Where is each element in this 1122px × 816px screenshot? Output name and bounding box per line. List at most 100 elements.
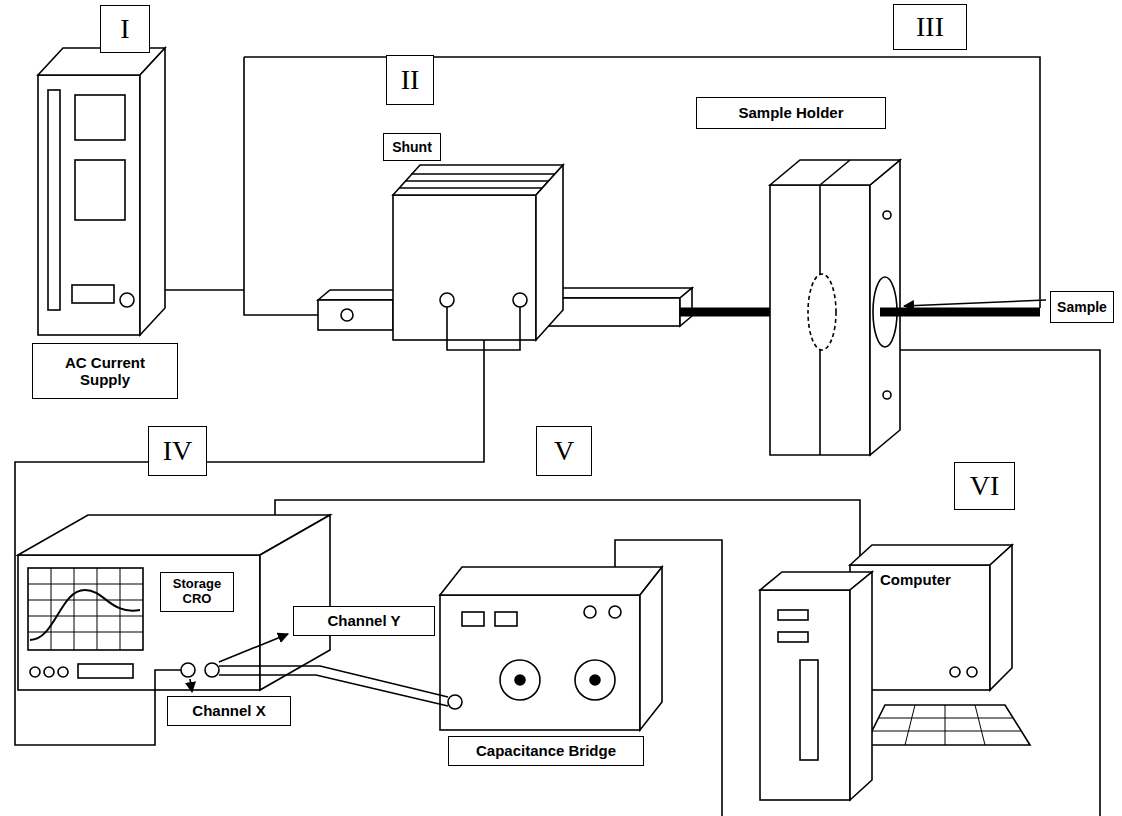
capacitance-bridge xyxy=(440,567,662,730)
shunt xyxy=(318,290,405,300)
label-box: Shunt xyxy=(383,133,441,161)
storage-cro xyxy=(28,568,143,650)
ac-current-supply xyxy=(140,48,165,335)
shunt xyxy=(399,187,542,189)
storage-cro xyxy=(28,568,143,650)
wire xyxy=(165,289,244,291)
storage-cro xyxy=(44,667,54,677)
callout-box: I xyxy=(100,5,150,53)
capacitance-bridge xyxy=(609,606,621,618)
label-box: AC Current Supply xyxy=(32,343,178,399)
capacitance-bridge xyxy=(462,612,484,626)
storage-cro xyxy=(260,515,330,690)
wire xyxy=(275,500,860,556)
wire xyxy=(244,57,1040,308)
capacitance-bridge xyxy=(640,567,662,730)
shunt xyxy=(393,195,536,340)
ac-current-supply xyxy=(38,48,165,335)
shunt xyxy=(393,165,563,195)
sample-holder xyxy=(770,160,900,185)
shunt xyxy=(680,288,692,326)
leader-arrow xyxy=(190,300,1046,692)
computer xyxy=(760,545,1030,800)
sample-holder xyxy=(820,160,850,185)
label-box: Sample xyxy=(1050,291,1114,323)
storage-cro xyxy=(30,590,140,640)
part-label: Storage CRO xyxy=(167,577,227,607)
computer xyxy=(778,610,808,620)
callout-box: III xyxy=(893,4,967,50)
callout-box: VI xyxy=(954,462,1015,510)
ac-current-supply xyxy=(38,75,140,335)
label-box: Channel X xyxy=(167,696,291,726)
part-label: Capacitance Bridge xyxy=(476,742,616,759)
shunt xyxy=(318,165,692,340)
computer xyxy=(950,667,960,677)
part-label: Channel Y xyxy=(327,612,400,629)
shunt xyxy=(513,293,527,307)
wire xyxy=(181,663,195,677)
shunt xyxy=(411,173,554,175)
capacitance-bridge xyxy=(584,606,596,618)
callout-number: II xyxy=(401,64,420,96)
capacitance-bridge xyxy=(515,675,525,685)
callout-number: V xyxy=(554,435,574,467)
part-label: Shunt xyxy=(392,139,432,155)
ac-current-supply xyxy=(120,293,134,307)
shunt xyxy=(405,180,548,182)
storage-cro xyxy=(58,667,68,677)
ac-current-supply xyxy=(75,160,125,220)
shunt xyxy=(440,293,454,307)
shunt xyxy=(536,165,563,340)
computer xyxy=(850,545,1012,565)
metal-rod xyxy=(680,308,770,317)
callout-number: I xyxy=(120,13,129,45)
leader-arrow xyxy=(190,679,192,692)
wire xyxy=(155,307,520,706)
sample-holder xyxy=(883,211,891,219)
storage-cro xyxy=(78,664,133,678)
ac-current-supply xyxy=(75,95,125,140)
wire xyxy=(15,57,1100,816)
metal-rod xyxy=(880,308,1040,317)
capacitance-bridge xyxy=(575,660,615,700)
capacitance-bridge xyxy=(590,675,600,685)
computer xyxy=(850,572,872,800)
wire xyxy=(205,663,219,677)
callout-box: V xyxy=(536,426,592,476)
leader-arrow xyxy=(904,300,1046,306)
callout-number: III xyxy=(916,11,944,43)
storage-cro xyxy=(18,555,260,690)
computer xyxy=(778,632,808,642)
computer xyxy=(871,705,1021,745)
capacitance-bridge xyxy=(495,612,517,626)
shunt xyxy=(318,300,393,330)
capacitance-bridge xyxy=(440,567,662,595)
computer xyxy=(990,545,1012,690)
callout-number: VI xyxy=(970,470,1000,502)
wire xyxy=(219,666,448,697)
ac-current-supply xyxy=(72,285,114,303)
device-label: Computer xyxy=(880,571,951,588)
wire xyxy=(155,670,181,690)
part-label: Sample Holder xyxy=(738,104,843,121)
ac-current-supply xyxy=(48,90,60,310)
capacitance-bridge xyxy=(448,695,462,709)
shunt xyxy=(341,309,353,321)
metal-rod xyxy=(680,308,1040,317)
sample-holder xyxy=(808,274,836,350)
wire xyxy=(447,307,520,350)
part-label: Channel X xyxy=(192,702,265,719)
computer xyxy=(967,667,977,677)
sample-holder xyxy=(770,185,870,455)
capacitance-bridge xyxy=(440,595,640,730)
storage-cro xyxy=(30,667,40,677)
wire xyxy=(15,340,484,745)
callout-number: IV xyxy=(163,435,193,467)
computer xyxy=(760,590,850,800)
label-box: Sample Holder xyxy=(696,97,886,129)
capacitance-bridge xyxy=(500,660,540,700)
